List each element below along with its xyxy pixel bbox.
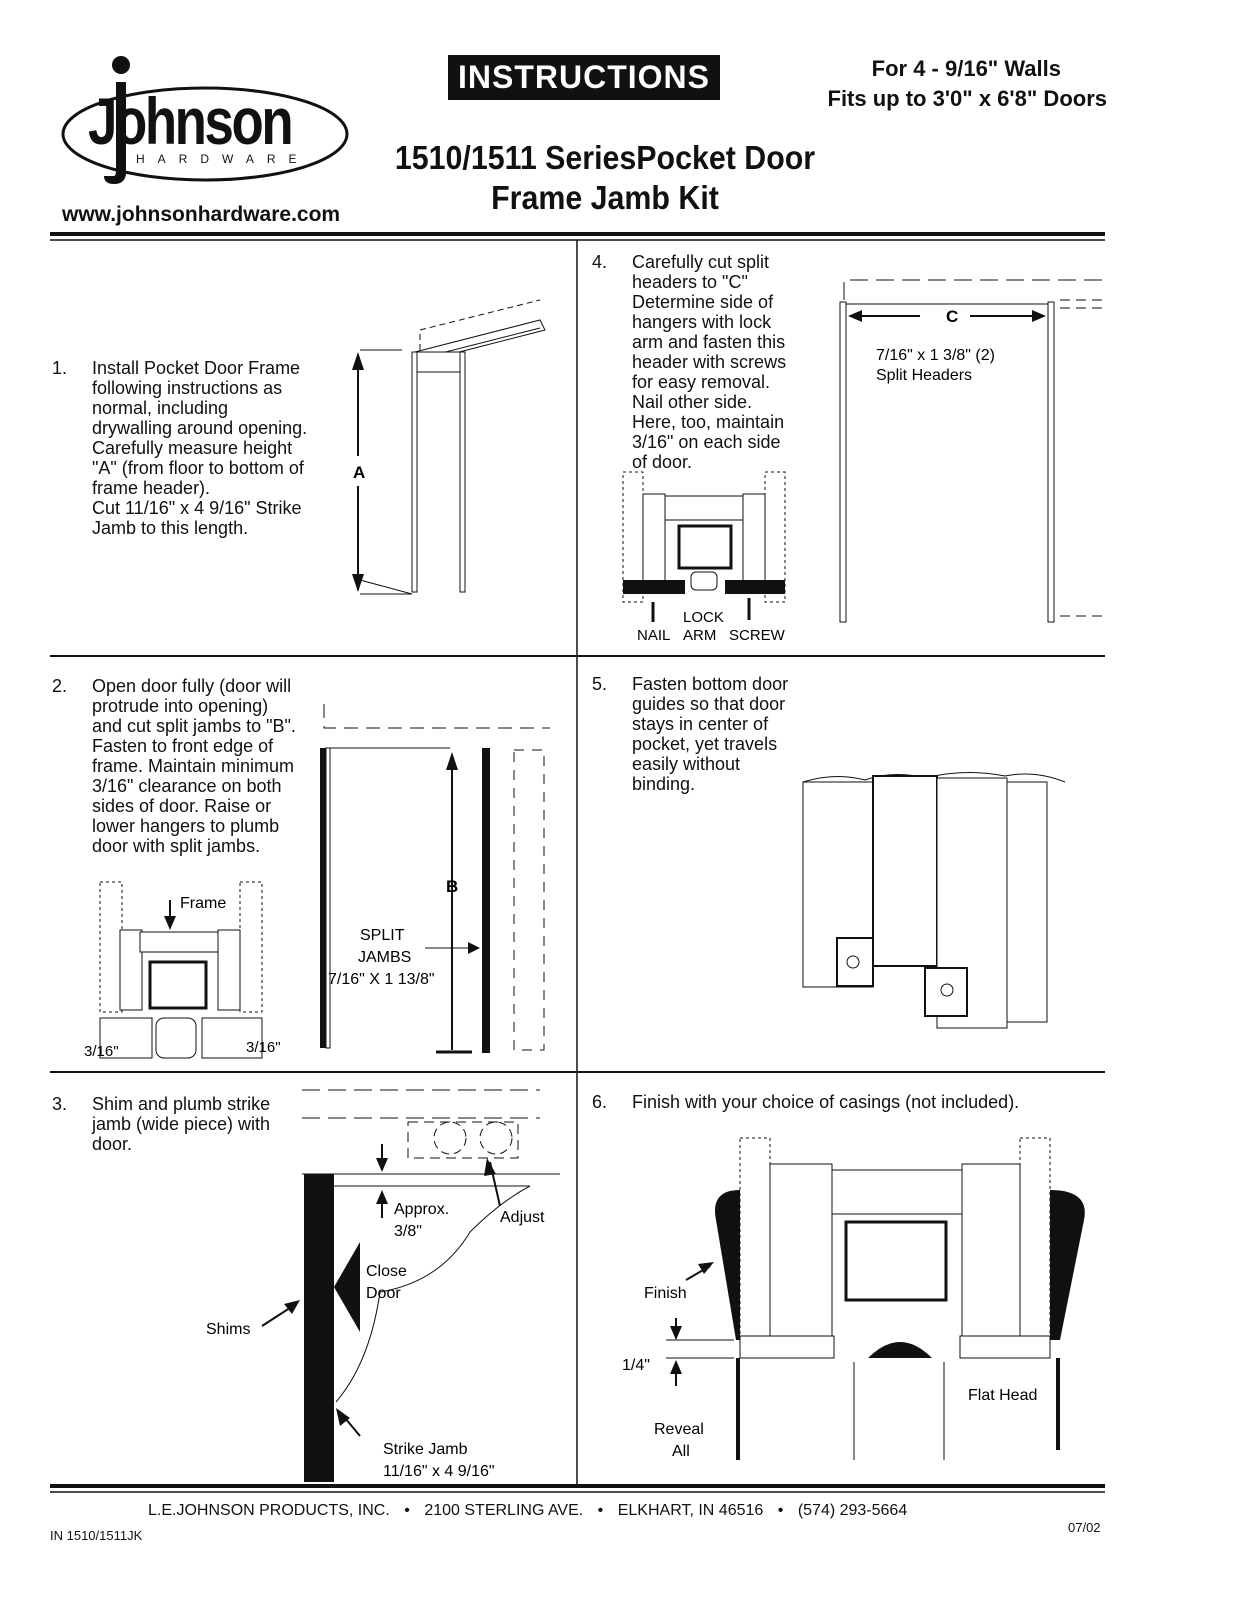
label-flat-head: Flat Head bbox=[968, 1387, 1037, 1404]
footer-doc-id: IN 1510/1511JK bbox=[50, 1528, 143, 1543]
diagram-header-elevation: C 7/16" x 1 3/8" (2) Split Headers bbox=[839, 279, 1105, 623]
label-split-headers-1: 7/16" x 1 3/8" (2) bbox=[876, 347, 995, 364]
diagram-door-guides bbox=[802, 771, 1066, 1029]
footer-street: 2100 STERLING AVE. bbox=[424, 1502, 584, 1519]
logo-word: Johnson bbox=[88, 84, 294, 158]
label-split-size: 7/16" X 1 13/8" bbox=[328, 971, 435, 988]
label-approx-2: 3/8" bbox=[394, 1223, 422, 1240]
step-6: 6. Finish with your choice of casings (n… bbox=[592, 1092, 1092, 1116]
spec-walls: For 4 - 9/16" Walls bbox=[871, 56, 1061, 81]
step-number: 1. bbox=[52, 358, 68, 378]
footer-address: L.E.JOHNSON PRODUCTS, INC. • 2100 STERLI… bbox=[148, 1502, 907, 1520]
logo-oval bbox=[61, 56, 349, 184]
diagram-split-jambs: B SPLIT JAMBS 7/16" X 1 13/8" Frame 3/16… bbox=[84, 704, 550, 1060]
footer-phone: (574) 293-5664 bbox=[797, 1502, 908, 1519]
label-frame: Frame bbox=[180, 895, 226, 912]
diagram-measure-a: A bbox=[352, 299, 546, 595]
footer-separator: • bbox=[597, 1502, 604, 1519]
label-reveal-2: All bbox=[672, 1443, 690, 1460]
label-left-clearance: 3/16" bbox=[84, 1043, 119, 1060]
step-number: 4. bbox=[592, 252, 608, 272]
label-shims: Shims bbox=[206, 1321, 250, 1338]
step-text: Finish with your choice of casings (not … bbox=[632, 1092, 1020, 1112]
logo: Johnson HARDWARE bbox=[60, 52, 360, 192]
footer-city: ELKHART, IN 46516 bbox=[617, 1502, 764, 1519]
footer-date: 07/02 bbox=[1068, 1520, 1101, 1535]
logo-subtitle: HARDWARE bbox=[136, 152, 310, 166]
step-number: 6. bbox=[592, 1092, 608, 1112]
diagram-strike-jamb: Approx. 3/8" Adjust Close Door Shims Str… bbox=[206, 1089, 560, 1482]
label-reveal-1: Reveal bbox=[654, 1421, 704, 1438]
step-number: 2. bbox=[52, 676, 68, 696]
diagram-casings: Finish 1/4" Reveal All Flat Head bbox=[622, 1137, 1085, 1460]
label-strike-1: Strike Jamb bbox=[383, 1441, 468, 1458]
step-number: 5. bbox=[592, 674, 608, 694]
title-line-1: 1510/1511 SeriesPocket Door bbox=[394, 139, 816, 176]
instructions-banner: INSTRUCTIONS bbox=[448, 55, 720, 100]
label-finish: Finish bbox=[644, 1285, 687, 1302]
label-b: B bbox=[446, 877, 458, 896]
title-line-2: Frame Jamb Kit bbox=[491, 179, 719, 216]
label-split-2: JAMBS bbox=[358, 949, 411, 966]
label-close-1: Close bbox=[366, 1263, 407, 1280]
diagram-header-section: NAIL LOCK ARM SCREW bbox=[622, 471, 786, 644]
label-c: C bbox=[946, 307, 958, 326]
step-number: 3. bbox=[52, 1094, 68, 1114]
footer-separator: • bbox=[777, 1502, 784, 1519]
label-strike-2: 11/16" x 4 9/16" bbox=[383, 1463, 495, 1480]
spec-doors: Fits up to 3'0" x 6'8" Doors bbox=[827, 86, 1108, 111]
label-close-2: Door bbox=[366, 1285, 401, 1302]
footer-separator: • bbox=[404, 1502, 410, 1519]
label-arm: ARM bbox=[683, 627, 716, 644]
label-a: A bbox=[353, 463, 365, 482]
label-quarter-inch: 1/4" bbox=[622, 1357, 650, 1374]
footer-company: L.E.JOHNSON PRODUCTS, INC. bbox=[148, 1502, 390, 1519]
label-screw: SCREW bbox=[729, 627, 786, 644]
label-right-clearance: 3/16" bbox=[246, 1039, 281, 1056]
label-split-headers-2: Split Headers bbox=[876, 367, 972, 384]
label-lock: LOCK bbox=[683, 609, 724, 626]
label-nail: NAIL bbox=[637, 627, 670, 644]
website-url[interactable]: www.johnsonhardware.com bbox=[62, 203, 341, 226]
label-approx-1: Approx. bbox=[394, 1201, 449, 1218]
label-split-1: SPLIT bbox=[360, 927, 405, 944]
label-adjust: Adjust bbox=[500, 1209, 545, 1226]
